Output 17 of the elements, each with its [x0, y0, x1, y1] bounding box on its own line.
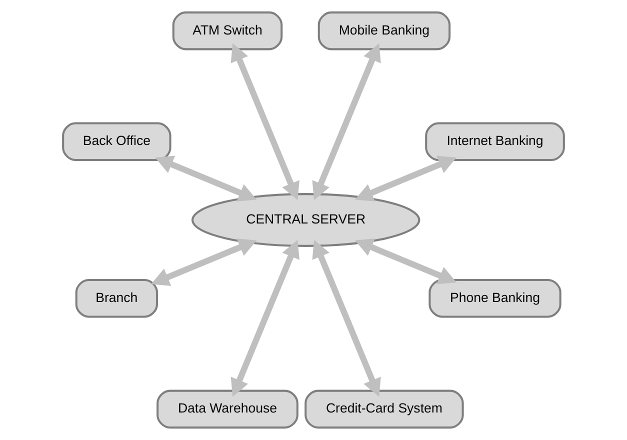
arrow	[230, 240, 300, 397]
node-box: Phone Banking	[428, 278, 562, 318]
node-box: Branch	[75, 278, 158, 318]
node-box: Internet Banking	[425, 122, 565, 162]
node-box: Mobile Banking	[318, 11, 451, 50]
node-box: Back Office	[62, 122, 172, 162]
arrow	[155, 156, 257, 202]
arrow	[312, 240, 381, 397]
arrow	[312, 43, 381, 200]
arrow	[354, 238, 457, 284]
node-ellipse: CENTRAL SERVER	[191, 193, 420, 247]
arrow	[151, 238, 257, 286]
arrow	[230, 43, 300, 200]
arrow	[354, 156, 457, 202]
node-box: Credit-Card System	[304, 390, 464, 429]
node-box: Data Warehouse	[156, 390, 298, 429]
node-box: ATM Switch	[172, 11, 283, 50]
